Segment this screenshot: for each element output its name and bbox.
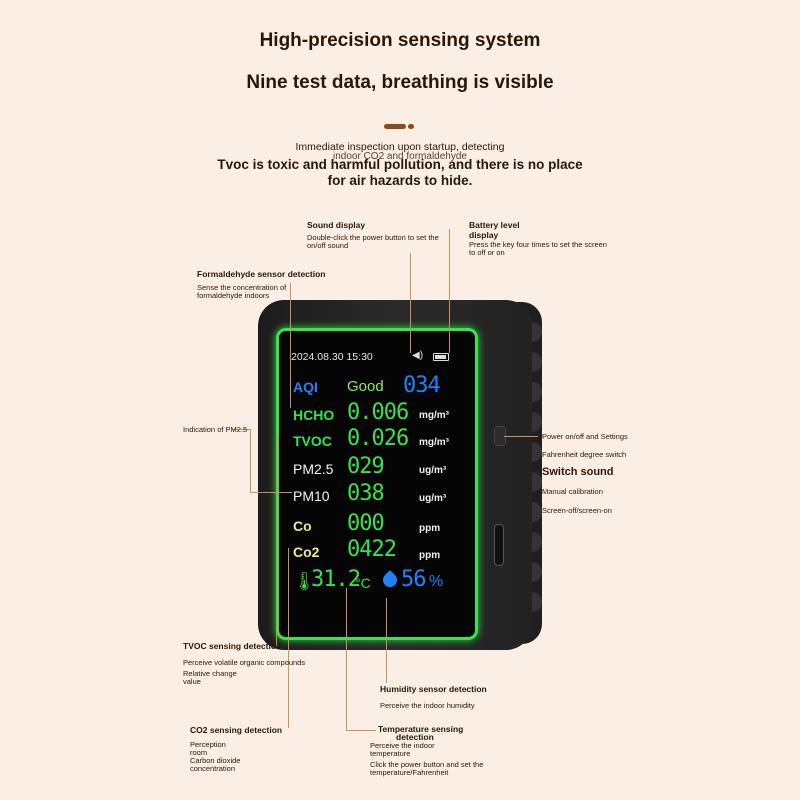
- speaker-icon: ◀): [412, 350, 424, 361]
- humidity-value: 56: [401, 567, 426, 592]
- pm10-unit: ug/m³: [419, 493, 447, 504]
- hcho-heading: Formaldehyde sensor detection: [197, 269, 326, 279]
- co2-unit: ppm: [419, 550, 441, 561]
- humidity-unit: %: [429, 573, 444, 590]
- leader-temp-v: [346, 588, 347, 730]
- battery-icon: [433, 353, 449, 361]
- pm10-label: PM10: [293, 488, 330, 504]
- pm25-label: PM2.5: [293, 461, 334, 477]
- co2-desc-3: Carbon dioxide: [190, 756, 241, 765]
- power-line-2: Fahrenheit degree switch: [542, 450, 627, 459]
- hcho-desc-1: Sense the concentration of: [197, 283, 287, 292]
- leader-pm-v: [250, 429, 251, 492]
- aqi-status: Good: [347, 378, 384, 395]
- intro-line-4: for air hazards to hide.: [327, 173, 473, 188]
- temp-desc-1: Perceive the indoor: [370, 741, 435, 750]
- sound-desc-1: Double-click the power button to set the: [307, 233, 439, 242]
- tvoc-desc-3: value: [183, 677, 201, 686]
- leader-sound: [410, 253, 411, 353]
- power-line-5: Screen-off/screen-on: [542, 506, 612, 515]
- battery-desc-1: Press the key four times to set the scre…: [469, 240, 607, 249]
- temp-heading-1: Temperature sensing: [378, 724, 464, 734]
- divider-dash: [384, 124, 406, 129]
- leader-tvoc: [276, 437, 277, 647]
- aqi-label: AQI: [293, 379, 318, 395]
- co-label: Co: [293, 518, 312, 534]
- battery-heading-1: Battery level: [469, 220, 520, 230]
- power-line-1: Power on/off and Settings: [542, 432, 628, 441]
- co-value: 000: [347, 511, 385, 536]
- pm25-unit: ug/m³: [419, 465, 447, 476]
- temperature-unit: °C: [355, 575, 371, 591]
- hcho-value: 0.006: [347, 400, 409, 425]
- tvoc-heading: TVOC sensing detection: [183, 641, 282, 651]
- co-unit: ppm: [419, 523, 441, 534]
- thermometer-icon: 🌡: [293, 571, 316, 591]
- pm10-value: 038: [347, 481, 385, 506]
- tvoc-desc-2: Relative change: [183, 669, 237, 678]
- temp-desc-3: Click the power button and set the: [370, 760, 484, 769]
- leader-pm-h2: [250, 492, 292, 493]
- co2-label: Co2: [293, 544, 320, 560]
- lcd-screen: 2024.08.30 15:30 ◀) AQI Good 034 HCHO 0.…: [276, 328, 478, 640]
- temp-desc-4: temperature/Fahrenheit: [370, 768, 449, 777]
- leader-pm-h1: [232, 429, 250, 430]
- usb-port: [494, 524, 504, 566]
- intro-line-3: Tvoc is toxic and harmful pollution, and…: [217, 157, 583, 172]
- temp-desc-2: temperature: [370, 749, 411, 758]
- co2-desc-1: Perception: [190, 740, 226, 749]
- headline: High-precision sensing system: [259, 30, 541, 51]
- leader-battery: [449, 229, 450, 353]
- water-drop-icon: [380, 570, 400, 590]
- hcho-unit: mg/m³: [419, 410, 449, 421]
- tvoc-unit: mg/m³: [419, 437, 449, 448]
- co2-desc-4: concentration: [190, 764, 236, 773]
- sound-desc-2: on/off sound: [307, 241, 349, 250]
- tvoc-desc-1: Perceive volatile organic compounds: [183, 658, 306, 667]
- leader-humidity: [386, 598, 387, 683]
- battery-desc-2: to off or on: [469, 248, 505, 257]
- pm25-value: 029: [347, 454, 385, 479]
- hcho-label: HCHO: [293, 407, 335, 423]
- humidity-desc: Perceive the indoor humidity: [380, 701, 475, 710]
- leader-hcho: [290, 283, 291, 408]
- leader-temp-h: [346, 730, 376, 731]
- leader-power: [504, 436, 538, 437]
- intro-line-1: Immediate inspection upon startup, detec…: [295, 141, 505, 153]
- hcho-desc-2: formaldehyde indoors: [197, 291, 270, 300]
- co2-heading: CO2 sensing detection: [190, 725, 283, 735]
- temperature-value: 31.2: [311, 567, 361, 592]
- divider-dot: [408, 124, 414, 129]
- power-line-4: Manual calibration: [542, 487, 603, 496]
- co2-value: 0422: [347, 537, 397, 562]
- power-line-3: Switch sound: [542, 466, 614, 478]
- tvoc-label: TVOC: [293, 433, 332, 449]
- sound-heading: Sound display: [307, 220, 366, 230]
- co2-desc-2: room: [190, 748, 208, 757]
- subheadline: Nine test data, breathing is visible: [246, 72, 554, 93]
- temp-heading-2: detection: [396, 732, 434, 742]
- pm-heading: Indication of PM2.5: [183, 425, 248, 434]
- intro-line-2: indoor CO2 and formaldehyde: [333, 151, 467, 162]
- datetime: 2024.08.30 15:30: [291, 351, 373, 363]
- humidity-heading: Humidity sensor detection: [380, 684, 487, 694]
- tvoc-value: 0.026: [347, 426, 409, 451]
- leader-co2: [288, 548, 289, 728]
- battery-heading-2: display: [469, 230, 499, 240]
- aqi-value: 034: [403, 373, 441, 398]
